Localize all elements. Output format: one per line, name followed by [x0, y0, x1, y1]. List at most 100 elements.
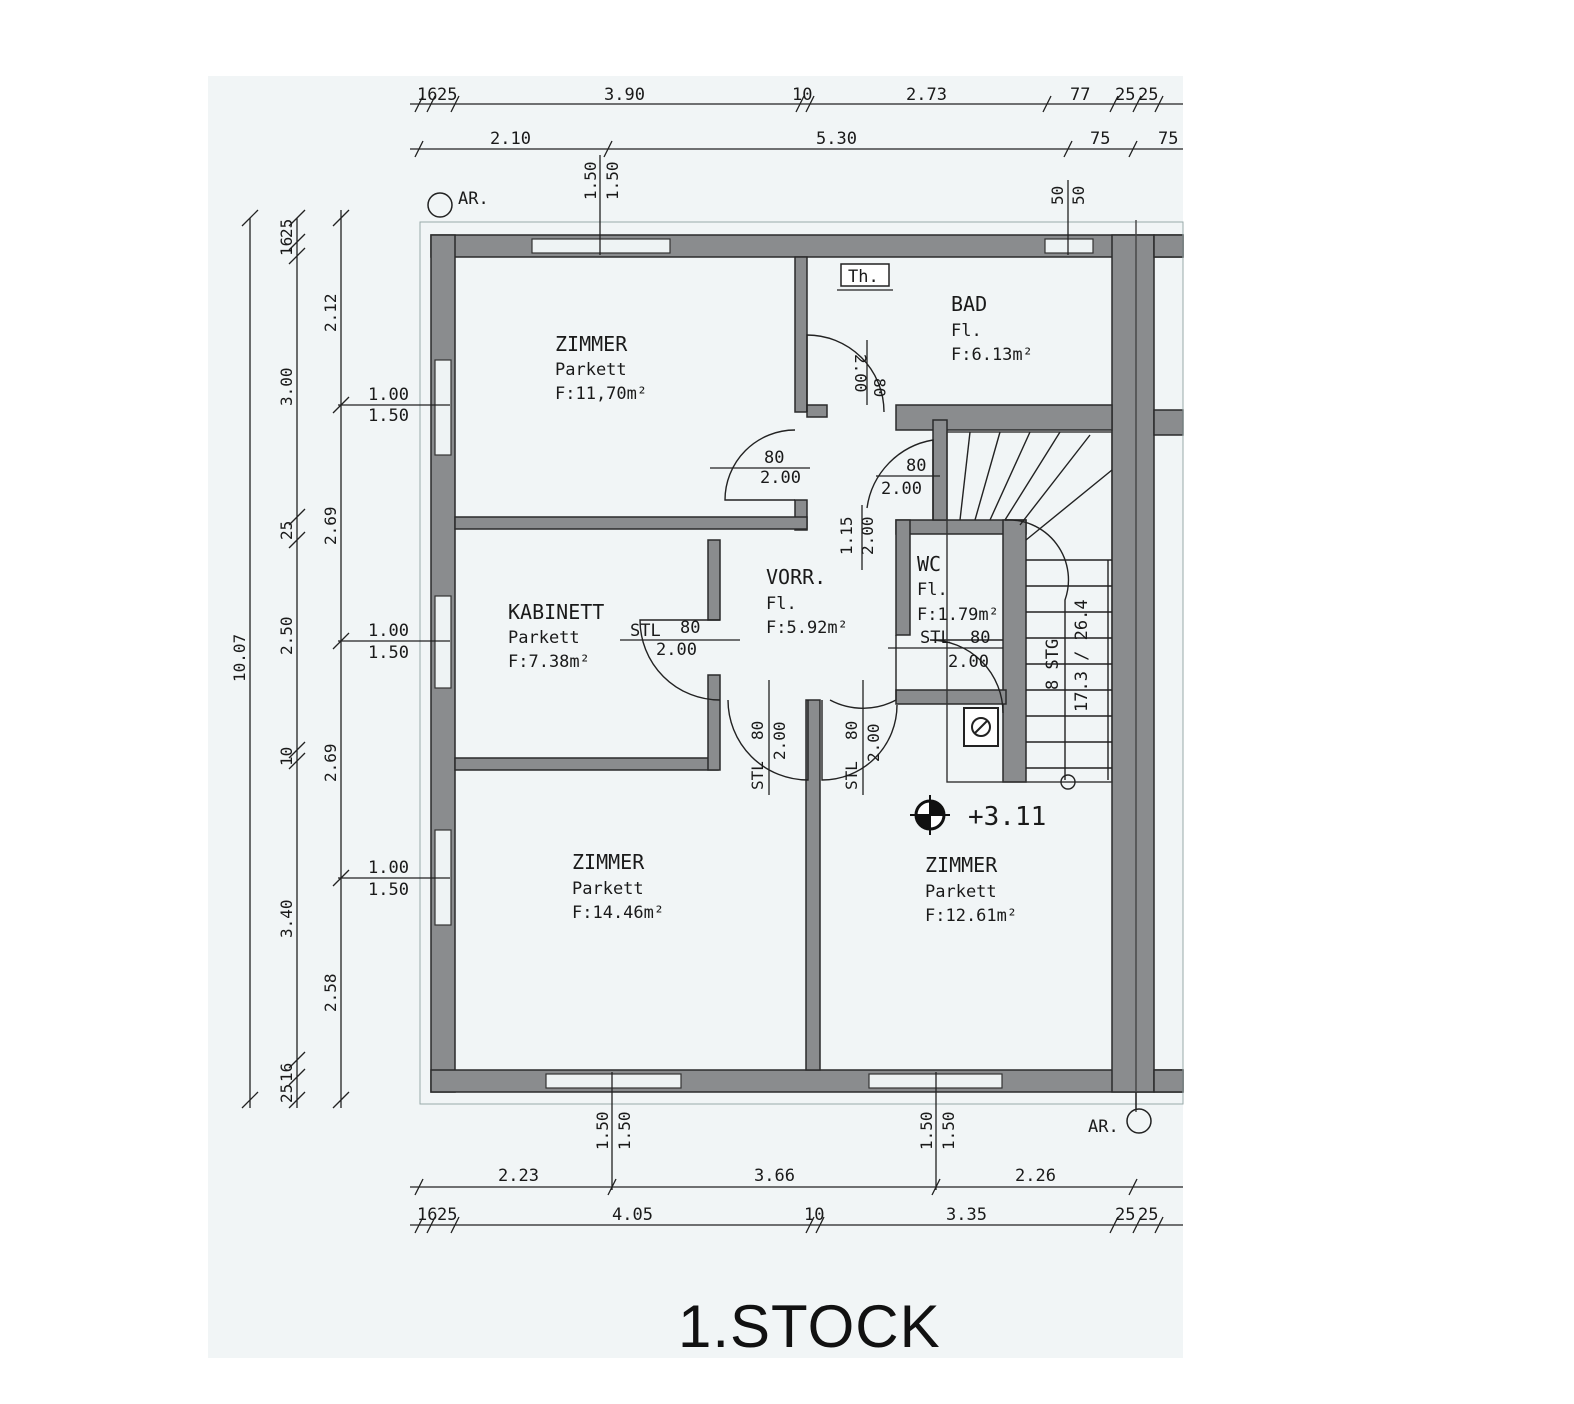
- svg-text:3.40: 3.40: [277, 899, 296, 938]
- svg-text:3.66: 3.66: [754, 1166, 795, 1186]
- dimension-left-inner: 2.12 2.69 2.69 2.58: [321, 209, 350, 1109]
- svg-text:STL: STL: [748, 761, 767, 790]
- svg-text:+3.11: +3.11: [968, 802, 1046, 832]
- svg-text:2.58: 2.58: [321, 973, 340, 1012]
- svg-text:16: 16: [417, 1205, 437, 1225]
- svg-text:1.50: 1.50: [615, 1111, 634, 1150]
- svg-text:25: 25: [1115, 85, 1135, 105]
- svg-text:1.50: 1.50: [368, 880, 409, 900]
- svg-text:1.50: 1.50: [939, 1111, 958, 1150]
- room-wc: WC Fl. F:1.79m²: [917, 552, 999, 625]
- svg-text:25: 25: [437, 1205, 457, 1225]
- svg-text:80: 80: [748, 721, 767, 740]
- svg-text:2.00: 2.00: [858, 516, 877, 555]
- svg-text:2.00: 2.00: [770, 721, 789, 760]
- svg-text:75: 75: [1090, 129, 1110, 149]
- elevation-marker: +3.11: [910, 795, 1046, 835]
- room-zimmer-2: ZIMMER Parkett F:14.46m²: [572, 850, 664, 923]
- svg-text:VORR.: VORR.: [766, 565, 826, 589]
- svg-text:2.00: 2.00: [656, 640, 697, 660]
- svg-text:Fl.: Fl.: [766, 594, 797, 614]
- svg-text:1.00: 1.00: [368, 858, 409, 878]
- svg-text:2.10: 2.10: [490, 129, 531, 149]
- svg-text:80: 80: [970, 628, 990, 648]
- dimension-bottom-row2: 16 25 4.05 10 3.35 25 25: [410, 1205, 1183, 1234]
- stair-steps: 8 STG: [1043, 639, 1063, 690]
- svg-text:BAD: BAD: [951, 292, 987, 316]
- svg-text:16: 16: [277, 1063, 296, 1082]
- svg-text:3.35: 3.35: [946, 1205, 987, 1225]
- room-bad: BAD Fl. F:6.13m²: [951, 292, 1033, 365]
- svg-text:50: 50: [1069, 186, 1088, 205]
- svg-text:KABINETT: KABINETT: [508, 600, 604, 624]
- door-swings: [639, 334, 1004, 781]
- svg-text:2.26: 2.26: [1015, 1166, 1056, 1186]
- svg-text:F:12.61m²: F:12.61m²: [925, 906, 1017, 926]
- svg-text:F:14.46m²: F:14.46m²: [572, 903, 664, 923]
- svg-text:2.69: 2.69: [321, 743, 340, 782]
- svg-text:80: 80: [906, 456, 926, 476]
- svg-text:WC: WC: [917, 552, 941, 576]
- svg-text:80: 80: [680, 618, 700, 638]
- svg-text:25: 25: [277, 219, 296, 238]
- svg-text:10: 10: [792, 85, 812, 105]
- svg-text:F:11,70m²: F:11,70m²: [555, 384, 647, 404]
- axis-marker-bottom-right: AR.: [1088, 1092, 1152, 1137]
- stair: [946, 431, 1113, 790]
- svg-text:2.00: 2.00: [948, 652, 989, 672]
- svg-text:1.50: 1.50: [603, 161, 622, 200]
- svg-text:2.00: 2.00: [851, 354, 870, 393]
- room-zimmer-1: ZIMMER Parkett F:11,70m²: [555, 332, 647, 404]
- windows: [434, 238, 1094, 1089]
- svg-text:AR.: AR.: [458, 189, 489, 209]
- svg-text:50: 50: [1048, 186, 1067, 205]
- svg-text:10: 10: [804, 1205, 824, 1225]
- svg-text:77: 77: [1070, 85, 1090, 105]
- heater-box: [840, 263, 890, 287]
- svg-text:10: 10: [277, 747, 296, 766]
- dimension-bottom-row1: 2.23 3.66 2.26: [410, 1166, 1183, 1196]
- svg-text:16: 16: [277, 237, 296, 256]
- dimension-left-mid: 25 16 3.00 25 2.50 10 3.40 16 25: [277, 209, 306, 1109]
- room-kabinett: KABINETT Parkett F:7.38m²: [508, 600, 604, 672]
- svg-text:2.50: 2.50: [277, 616, 296, 655]
- svg-text:Parkett: Parkett: [925, 882, 997, 902]
- svg-text:25: 25: [277, 521, 296, 540]
- svg-text:1.50: 1.50: [368, 406, 409, 426]
- svg-text:25: 25: [277, 1084, 296, 1103]
- svg-text:5.30: 5.30: [816, 129, 857, 149]
- axis-marker-top-left: AR.: [427, 189, 489, 218]
- heater-label: Th.: [848, 267, 879, 287]
- window-labels: 1.50 1.50 50 50 1.00 1.50 1.00 1.50 1.00…: [338, 155, 1088, 1190]
- svg-text:F:1.79m²: F:1.79m²: [917, 605, 999, 625]
- svg-text:2.23: 2.23: [498, 1166, 539, 1186]
- svg-text:STL: STL: [920, 628, 951, 648]
- svg-text:ZIMMER: ZIMMER: [555, 332, 628, 356]
- room-vorraum: VORR. Fl. F:5.92m²: [766, 565, 848, 638]
- dimension-left-outer: 10.07: [230, 209, 259, 1109]
- svg-text:10.07: 10.07: [230, 634, 249, 682]
- svg-text:25: 25: [1138, 1205, 1158, 1225]
- svg-text:80: 80: [842, 721, 861, 740]
- svg-text:3.90: 3.90: [604, 85, 645, 105]
- svg-text:F:6.13m²: F:6.13m²: [951, 345, 1033, 365]
- svg-text:ZIMMER: ZIMMER: [572, 850, 645, 874]
- svg-text:AR.: AR.: [1088, 1117, 1119, 1137]
- room-zimmer-3: ZIMMER Parkett F:12.61m²: [925, 853, 1017, 926]
- dimension-top-row2: 2.10 5.30 75 75: [410, 129, 1183, 158]
- svg-text:2.00: 2.00: [864, 723, 883, 762]
- svg-text:F:5.92m²: F:5.92m²: [766, 618, 848, 638]
- drawing-title: 1.STOCK: [678, 1293, 941, 1360]
- door-labels: 2.00 80 80 2.00 80 2.00 1.15 2.00 STL 80…: [620, 340, 1003, 795]
- svg-text:1.50: 1.50: [917, 1111, 936, 1150]
- svg-text:16: 16: [417, 85, 437, 105]
- svg-text:1.00: 1.00: [368, 621, 409, 641]
- svg-text:Parkett: Parkett: [555, 360, 627, 380]
- stair-ratio: 17.3 / 26.4: [1072, 599, 1092, 712]
- svg-text:80: 80: [764, 448, 784, 468]
- dimension-top-row1: 16 25 3.90 10 2.73 77 25 25: [410, 85, 1183, 113]
- chimney-symbol: [971, 717, 991, 737]
- svg-text:2.00: 2.00: [881, 479, 922, 499]
- svg-text:25: 25: [437, 85, 457, 105]
- svg-text:Fl.: Fl.: [951, 321, 982, 341]
